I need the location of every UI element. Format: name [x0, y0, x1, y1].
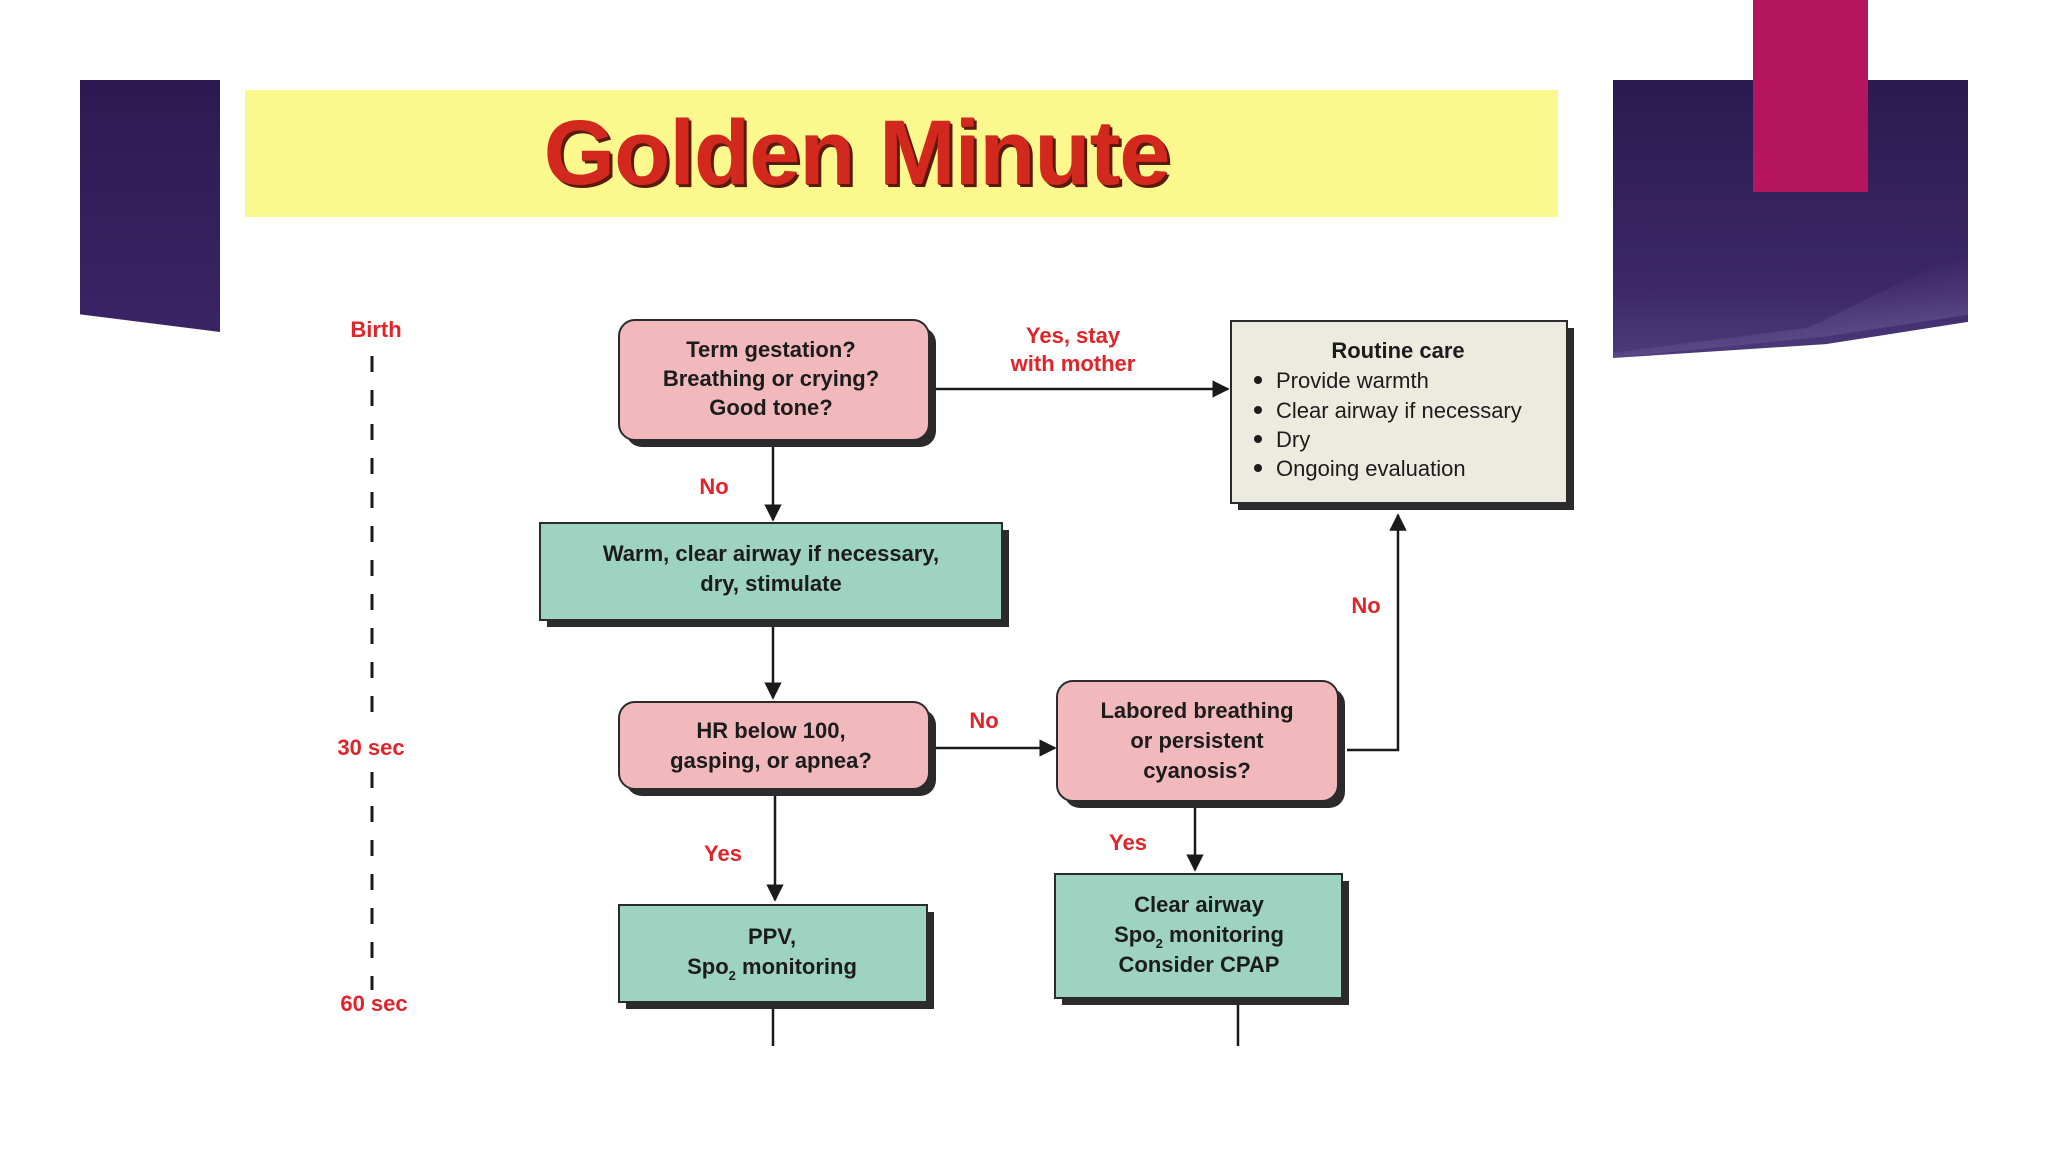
node-hr: HR below 100, gasping, or apnea?	[618, 701, 936, 796]
node-labored-line3: cyanosis?	[1143, 758, 1251, 783]
node-hr-box	[618, 701, 930, 790]
routine-item-2: Clear airway if necessary	[1276, 398, 1522, 423]
node-ppv-monitoring: monitoring	[736, 954, 857, 979]
routine-item-3: Dry	[1276, 427, 1310, 452]
node-clear-line1: Clear airway	[1134, 892, 1264, 917]
node-warm-line2: dry, stimulate	[700, 571, 841, 596]
bullet-icon	[1254, 406, 1262, 414]
node-clear-monitoring: monitoring	[1163, 922, 1284, 947]
routine-item-4: Ongoing evaluation	[1276, 456, 1466, 481]
title-banner: Golden Minute	[245, 90, 1558, 217]
routine-item-1: Provide warmth	[1276, 368, 1429, 393]
node-ppv-line2: Spo2 monitoring	[687, 954, 857, 983]
node-labored-line2: or persistent	[1130, 728, 1264, 753]
edge-labels: Yes, stay with mother No No Yes Yes No	[699, 323, 1380, 866]
decorative-accent-bar	[1753, 0, 1868, 192]
node-term-line1: Term gestation?	[686, 337, 856, 362]
node-clear-subscript: 2	[1156, 936, 1163, 951]
edge-label-no-routine: No	[1351, 593, 1380, 618]
edges	[764, 380, 1407, 1046]
bullet-icon	[1254, 435, 1262, 443]
node-labored: Labored breathing or persistent cyanosis…	[1056, 680, 1345, 808]
slide-title: Golden Minute	[543, 102, 1171, 204]
node-hr-line1: HR below 100,	[696, 718, 845, 743]
timeline-birth-label: Birth	[350, 317, 401, 342]
node-clear-airway: Clear airway Spo2 monitoring Consider CP…	[1054, 873, 1349, 1005]
edge-label-yes-stay-line1: Yes, stay	[1026, 323, 1121, 348]
node-hr-line2: gasping, or apnea?	[670, 748, 872, 773]
node-ppv-line1: PPV,	[748, 924, 796, 949]
node-clear-line3: Consider CPAP	[1119, 952, 1280, 977]
node-ppv: PPV, Spo2 monitoring	[618, 904, 934, 1009]
edge-label-yes-clear: Yes	[1109, 830, 1147, 855]
edge-label-yes-ppv: Yes	[704, 841, 742, 866]
node-ppv-subscript: 2	[729, 968, 736, 983]
node-term-line2: Breathing or crying?	[663, 366, 879, 391]
timeline: Birth 30 sec 60 sec	[337, 317, 407, 1016]
node-labored-line1: Labored breathing	[1100, 698, 1293, 723]
node-ppv-box	[618, 904, 928, 1003]
node-term-line3: Good tone?	[709, 395, 832, 420]
node-clear-line2: Spo2 monitoring	[1114, 922, 1284, 951]
node-term-gestation: Term gestation? Breathing or crying? Goo…	[618, 319, 936, 447]
node-routine-title: Routine care	[1331, 338, 1464, 363]
timeline-30sec-label: 30 sec	[337, 735, 404, 760]
decorative-panel-left	[80, 80, 220, 332]
node-clear-box	[1054, 873, 1343, 999]
node-warm-box	[539, 522, 1003, 621]
edge-labored-to-routine	[1347, 513, 1407, 752]
node-warm-line1: Warm, clear airway if necessary,	[603, 541, 939, 566]
timeline-60sec-label: 60 sec	[340, 991, 407, 1016]
node-routine-care: Routine care Provide warmth Clear airway…	[1230, 320, 1574, 510]
edge-label-no-labored: No	[969, 708, 998, 733]
node-routine-box	[1230, 320, 1568, 504]
node-ppv-spo: Spo	[687, 954, 729, 979]
edge-label-no-warm: No	[699, 474, 728, 499]
routine-care-list: Provide warmth Clear airway if necessary…	[1254, 368, 1522, 481]
edge-label-yes-stay-line2: with mother	[1010, 351, 1136, 376]
bullet-icon	[1254, 376, 1262, 384]
node-warm: Warm, clear airway if necessary, dry, st…	[539, 522, 1009, 627]
bullet-icon	[1254, 464, 1262, 472]
node-labored-box	[1056, 680, 1339, 802]
node-term-box	[618, 319, 930, 441]
node-clear-spo: Spo	[1114, 922, 1156, 947]
